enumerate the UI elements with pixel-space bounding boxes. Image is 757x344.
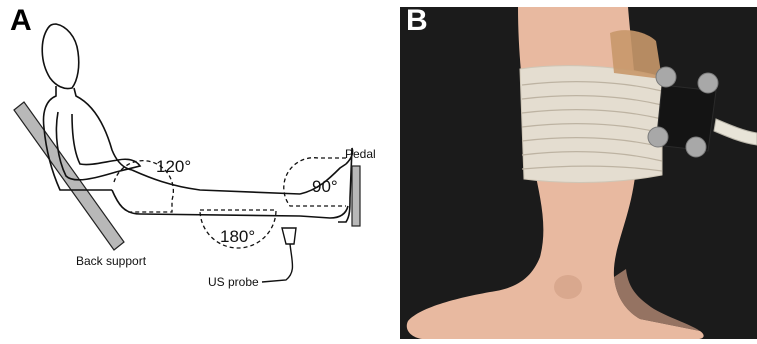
marker-sphere [698,73,718,93]
us-probe [282,228,296,244]
pedal-label: Pedal [345,147,376,161]
us-probe-cable [262,244,293,282]
torso-outline [44,86,113,190]
panel-a-letter: A [10,6,32,36]
back-support-label: Back support [76,254,147,268]
thigh-outline [112,170,300,216]
panel-b-letter: B [406,6,428,36]
back-support-board [14,102,124,250]
leg-photo [400,7,757,339]
panel-b-photo [400,7,757,339]
chest-outline [74,88,132,170]
marker-sphere [648,127,668,147]
hip-angle-label: 120° [156,157,191,176]
head-outline [42,24,79,89]
seated-subject-diagram: 120° 180° 90° Pedal Back support US prob… [0,0,390,339]
knee-angle-label: 180° [220,227,255,246]
marker-sphere [656,67,676,87]
ankle-bone [554,275,582,299]
ankle-angle-label: 90° [312,177,338,196]
us-probe-label: US probe [208,275,259,289]
pedal-plate [352,166,360,226]
panel-a-diagram: 120° 180° 90° Pedal Back support US prob… [0,0,390,339]
marker-sphere [686,137,706,157]
